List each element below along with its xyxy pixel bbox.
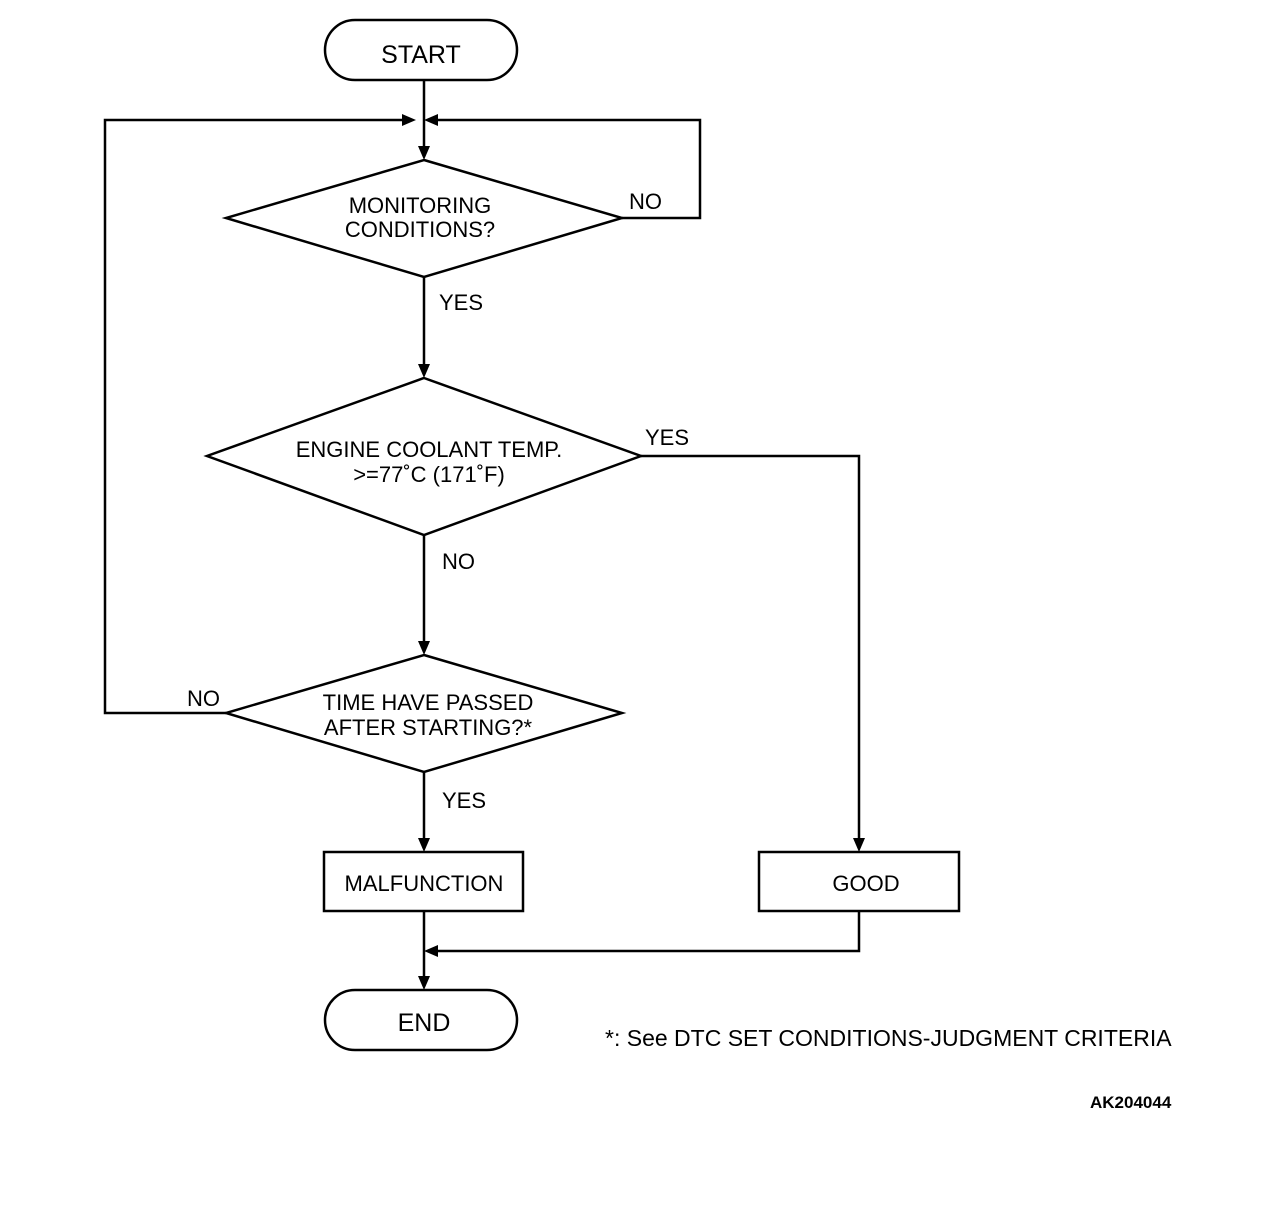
good-label: GOOD — [832, 871, 899, 896]
connectors — [103, 80, 861, 982]
arrowhead-down — [418, 641, 430, 655]
branch-labels: NO YES YES NO NO YES — [187, 189, 689, 813]
arrowhead-left — [424, 945, 438, 957]
process-good: GOOD — [757, 850, 961, 913]
decision-time-line1: TIME HAVE PASSED — [323, 690, 534, 715]
label-coolant-no: NO — [442, 549, 475, 574]
label-monitoring-yes: YES — [439, 290, 483, 315]
end-terminal: END — [323, 988, 519, 1052]
connector-time-no-loop — [103, 118, 408, 715]
arrowhead-right — [402, 114, 416, 126]
arrowhead-down — [418, 364, 430, 378]
label-coolant-yes: YES — [645, 425, 689, 450]
decision-time-passed: TIME HAVE PASSED AFTER STARTING?* — [221, 653, 627, 774]
decision-monitoring-conditions: MONITORING CONDITIONS? — [221, 158, 627, 279]
arrowhead-left — [424, 114, 438, 126]
label-time-yes: YES — [442, 788, 486, 813]
decision-coolant-temp: ENGINE COOLANT TEMP. >=77˚C (171˚F) — [203, 376, 645, 537]
arrowheads — [402, 114, 865, 990]
start-terminal: START — [323, 18, 519, 82]
connector-coolant-yes — [641, 454, 861, 844]
label-time-no: NO — [187, 686, 220, 711]
process-malfunction: MALFUNCTION — [322, 850, 525, 913]
end-label: END — [398, 1009, 451, 1037]
start-label: START — [381, 41, 461, 69]
connector-monitoring-no-loop — [432, 118, 702, 220]
decision-time-line2: AFTER STARTING?* — [324, 715, 533, 740]
decision-coolant-line1: ENGINE COOLANT TEMP. — [296, 437, 563, 462]
decision-monitoring-line2: CONDITIONS? — [345, 217, 495, 242]
arrowhead-down — [418, 976, 430, 990]
connector-good-to-end — [432, 911, 861, 953]
figure-code: AK204044 — [1090, 1093, 1172, 1112]
decision-coolant-line2: >=77˚C (171˚F) — [353, 462, 505, 487]
arrowhead-down — [418, 146, 430, 160]
footnote: *: See DTC SET CONDITIONS-JUDGMENT CRITE… — [605, 1025, 1172, 1051]
arrowhead-down — [418, 838, 430, 852]
malfunction-label: MALFUNCTION — [345, 871, 504, 896]
arrowhead-down — [853, 838, 865, 852]
label-monitoring-no: NO — [629, 189, 662, 214]
decision-monitoring-line1: MONITORING — [349, 193, 492, 218]
